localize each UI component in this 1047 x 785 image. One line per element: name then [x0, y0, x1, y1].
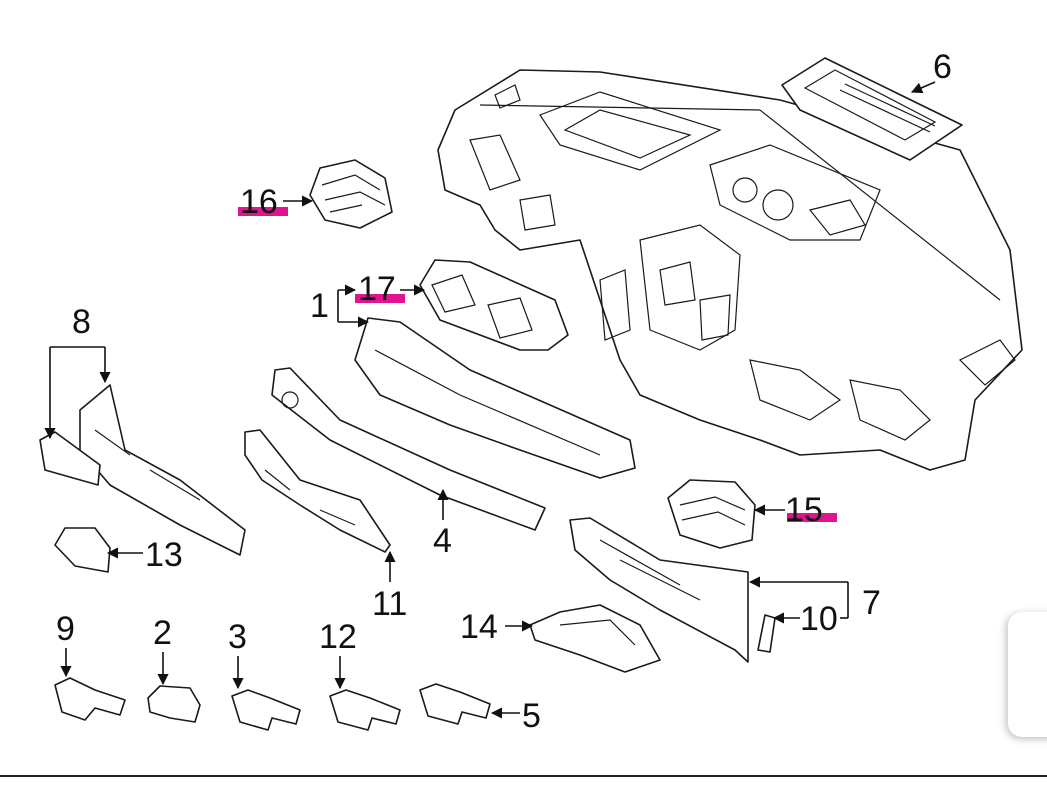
leader-lines	[44, 81, 936, 719]
part-10-pin	[757, 614, 776, 653]
part-16-vent	[309, 159, 393, 229]
callout-12: 12	[319, 618, 357, 656]
callout-1: 1	[310, 287, 329, 325]
callout-16: 16	[240, 183, 278, 221]
callout-11: 11	[372, 585, 407, 623]
callout-6: 6	[933, 48, 952, 86]
dashboard-frame	[437, 69, 1023, 471]
callout-7: 7	[862, 584, 881, 622]
part-7-frame	[569, 517, 749, 663]
callout-3: 3	[228, 618, 247, 656]
part-4-strip	[271, 367, 546, 531]
callout-5: 5	[522, 697, 541, 735]
part-1-trim	[354, 317, 636, 479]
side-scroll-tab[interactable]	[1008, 612, 1047, 737]
callout-9: 9	[56, 610, 75, 648]
part-12-clip	[329, 689, 401, 731]
part-15-vent	[667, 479, 756, 549]
callout-17: 17	[358, 270, 396, 308]
callout-13: 13	[145, 536, 183, 574]
part-5-clip	[419, 683, 491, 725]
part-9-clip	[54, 677, 126, 721]
part-6-display	[781, 57, 963, 161]
part-17-center-vent	[419, 259, 569, 351]
callout-10: 10	[800, 600, 838, 638]
bottom-divider	[0, 775, 1047, 777]
highlight-bar-16	[238, 207, 288, 216]
part-14-bracket	[529, 604, 661, 673]
part-2-clip	[147, 685, 201, 723]
callout-14: 14	[460, 608, 498, 646]
highlight-bar-17	[355, 294, 405, 303]
part-13-clip	[54, 527, 111, 573]
callout-8: 8	[72, 303, 91, 341]
callout-15: 15	[785, 491, 823, 529]
part-8-end-panel	[39, 384, 246, 556]
callout-4: 4	[433, 522, 452, 560]
part-3-clip	[231, 689, 301, 731]
highlight-bar-15	[787, 513, 837, 522]
callout-2: 2	[153, 614, 172, 652]
